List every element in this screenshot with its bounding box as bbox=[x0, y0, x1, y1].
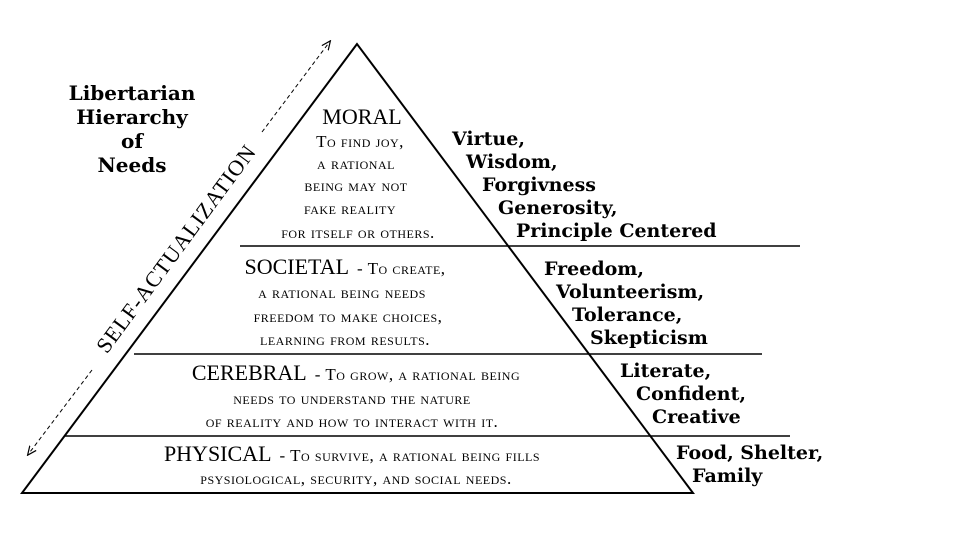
level-line-cerebral-1: CEREBRAL - To grow, a rational being bbox=[192, 360, 520, 385]
pyramid-outline bbox=[20, 42, 695, 494]
level-societal: SOCIETAL - To create, a rational being ne… bbox=[244, 254, 445, 349]
attribute-moral-4: Generosity, bbox=[498, 197, 617, 219]
level-text-moral-3: being may not bbox=[304, 176, 407, 195]
attribute-cerebral-3: Creative bbox=[652, 406, 741, 428]
diagram-title: Libertarian Hierarchy of Needs bbox=[69, 81, 196, 177]
attribute-cerebral-1: Literate, bbox=[620, 360, 711, 382]
attributes-moral: Virtue, Wisdom, Forgivness Generosity, P… bbox=[451, 128, 717, 242]
level-text-societal-1: - To create, bbox=[357, 259, 446, 278]
level-text-societal-2: a rational being needs bbox=[258, 283, 426, 302]
axis-arrow-lower bbox=[30, 369, 93, 452]
attribute-moral-2: Wisdom, bbox=[465, 151, 558, 173]
level-text-physical-2: psysiological, security, and social need… bbox=[200, 469, 511, 488]
level-line-societal-1: SOCIETAL - To create, bbox=[244, 254, 445, 279]
attribute-physical-2: Family bbox=[692, 465, 763, 487]
level-physical: PHYSICAL - To survive, a rational being f… bbox=[164, 441, 540, 488]
level-text-moral-4: fake reality bbox=[304, 199, 396, 218]
attribute-societal-3: Tolerance, bbox=[572, 304, 682, 326]
level-moral: MORAL To find joy, a rational being may … bbox=[281, 104, 435, 242]
axis-arrow-upper bbox=[261, 44, 328, 133]
title-line-1: Libertarian bbox=[69, 81, 196, 105]
level-heading-physical: PHYSICAL bbox=[164, 441, 272, 466]
level-text-moral-2: a rational bbox=[317, 154, 395, 173]
title-line-3: of bbox=[121, 129, 144, 153]
attribute-moral-3: Forgivness bbox=[482, 174, 596, 196]
attribute-societal-4: Skepticism bbox=[590, 327, 708, 349]
attributes-cerebral: Literate, Confident, Creative bbox=[620, 360, 746, 428]
level-cerebral: CEREBRAL - To grow, a rational being need… bbox=[192, 360, 520, 431]
attribute-moral-1: Virtue, bbox=[451, 128, 525, 150]
attribute-cerebral-2: Confident, bbox=[636, 383, 746, 405]
level-text-cerebral-3: of reality and how to interact with it. bbox=[206, 412, 499, 431]
level-text-moral-1: To find joy, bbox=[316, 132, 404, 151]
level-text-cerebral-2: needs to understand the nature bbox=[233, 389, 470, 408]
attribute-moral-5: Principle Centered bbox=[516, 220, 717, 242]
attribute-societal-2: Volunteerism, bbox=[555, 281, 704, 303]
title-line-4: Needs bbox=[98, 153, 167, 177]
level-heading-cerebral: CEREBRAL bbox=[192, 360, 307, 385]
level-heading-societal: SOCIETAL bbox=[244, 254, 349, 279]
level-text-cerebral-1: - To grow, a rational being bbox=[315, 365, 520, 384]
attributes-societal: Freedom, Volunteerism, Tolerance, Skepti… bbox=[544, 258, 708, 349]
level-text-physical-1: - To survive, a rational being fills bbox=[280, 446, 541, 465]
level-heading-moral: MORAL bbox=[322, 104, 401, 129]
level-text-moral-5: for itself or others. bbox=[281, 223, 435, 242]
attributes-physical: Food, Shelter, Family bbox=[676, 442, 823, 487]
level-line-physical-1: PHYSICAL - To survive, a rational being f… bbox=[164, 441, 540, 466]
attribute-societal-1: Freedom, bbox=[544, 258, 644, 280]
attribute-physical-1: Food, Shelter, bbox=[676, 442, 823, 464]
level-text-societal-4: learning from results. bbox=[260, 330, 430, 349]
title-line-2: Hierarchy bbox=[76, 105, 189, 129]
level-text-societal-3: freedom to make choices, bbox=[254, 307, 443, 326]
